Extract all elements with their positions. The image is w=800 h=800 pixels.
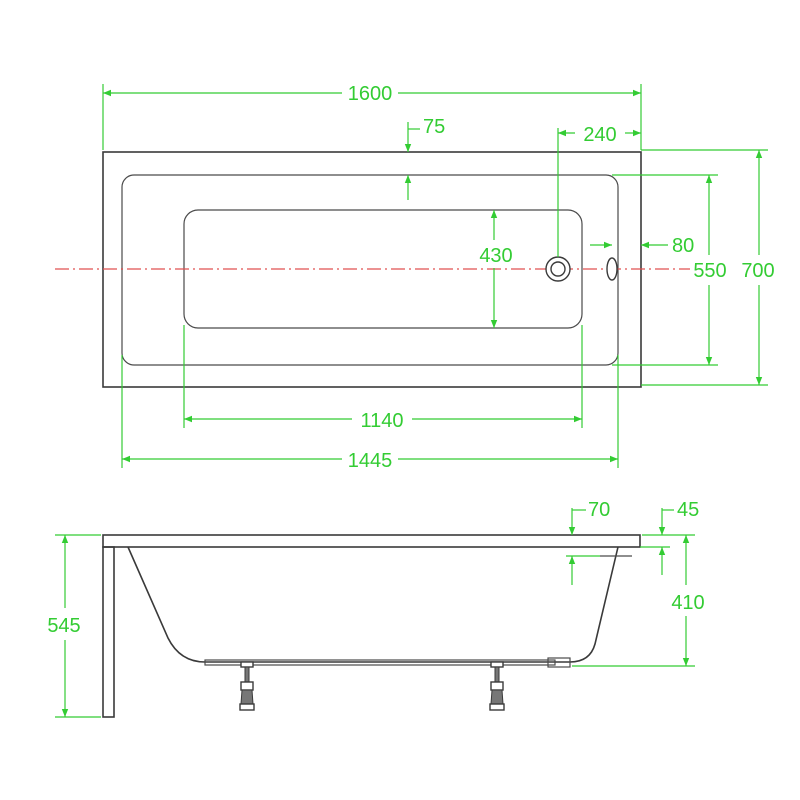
dim-basin-width: 430 [479,210,513,328]
dim-total-width: 700 [641,149,775,386]
dim-inner-length-label: 1445 [348,450,393,472]
dim-basin-length-label: 1140 [360,410,403,432]
side-view: 545 410 70 45 [47,499,705,718]
tub-body [127,546,619,663]
dim-overflow-offset-label: 80 [672,235,694,257]
tub-base-frame [204,659,556,666]
dim-total-width-label: 700 [741,260,774,282]
dim-inner-width-label: 550 [693,260,726,282]
drain-icon [545,256,571,282]
dim-inner-width: 550 [612,174,727,366]
dim-overflow-offset: 80 [590,235,694,257]
dim-basin-length: 1140 [183,325,583,432]
dim-inner-depth: 410 [572,534,705,667]
dim-total-height-label: 545 [47,615,80,637]
dim-inner-length: 1445 [121,355,619,472]
dim-rim-thickness-label: 45 [677,499,699,521]
dim-rim-offset-label: 75 [423,116,445,138]
tub-base-block [547,657,571,668]
adjustable-leg-icon [489,661,505,711]
tub-rim-side [102,534,641,548]
dim-rim-offset: 75 [404,116,445,200]
adjustable-leg-icon [239,661,255,711]
dim-rim-thickness: 45 [640,499,699,575]
end-panel [102,546,115,718]
dim-drain-offset-label: 240 [583,124,616,146]
dim-total-height: 545 [47,534,101,718]
dim-rim-step-label: 70 [588,499,610,521]
dim-drain-offset: 240 [557,124,641,257]
dim-rim-step: 70 [566,499,610,585]
tub-inner-edge [121,174,619,366]
dim-basin-width-label: 430 [479,245,512,267]
plan-view: 1600 75 240 80 430 [55,83,775,472]
dim-total-length: 1600 [102,83,642,150]
overflow-icon [606,257,618,281]
dim-total-length-label: 1600 [348,83,393,105]
dim-inner-depth-label: 410 [671,592,704,614]
